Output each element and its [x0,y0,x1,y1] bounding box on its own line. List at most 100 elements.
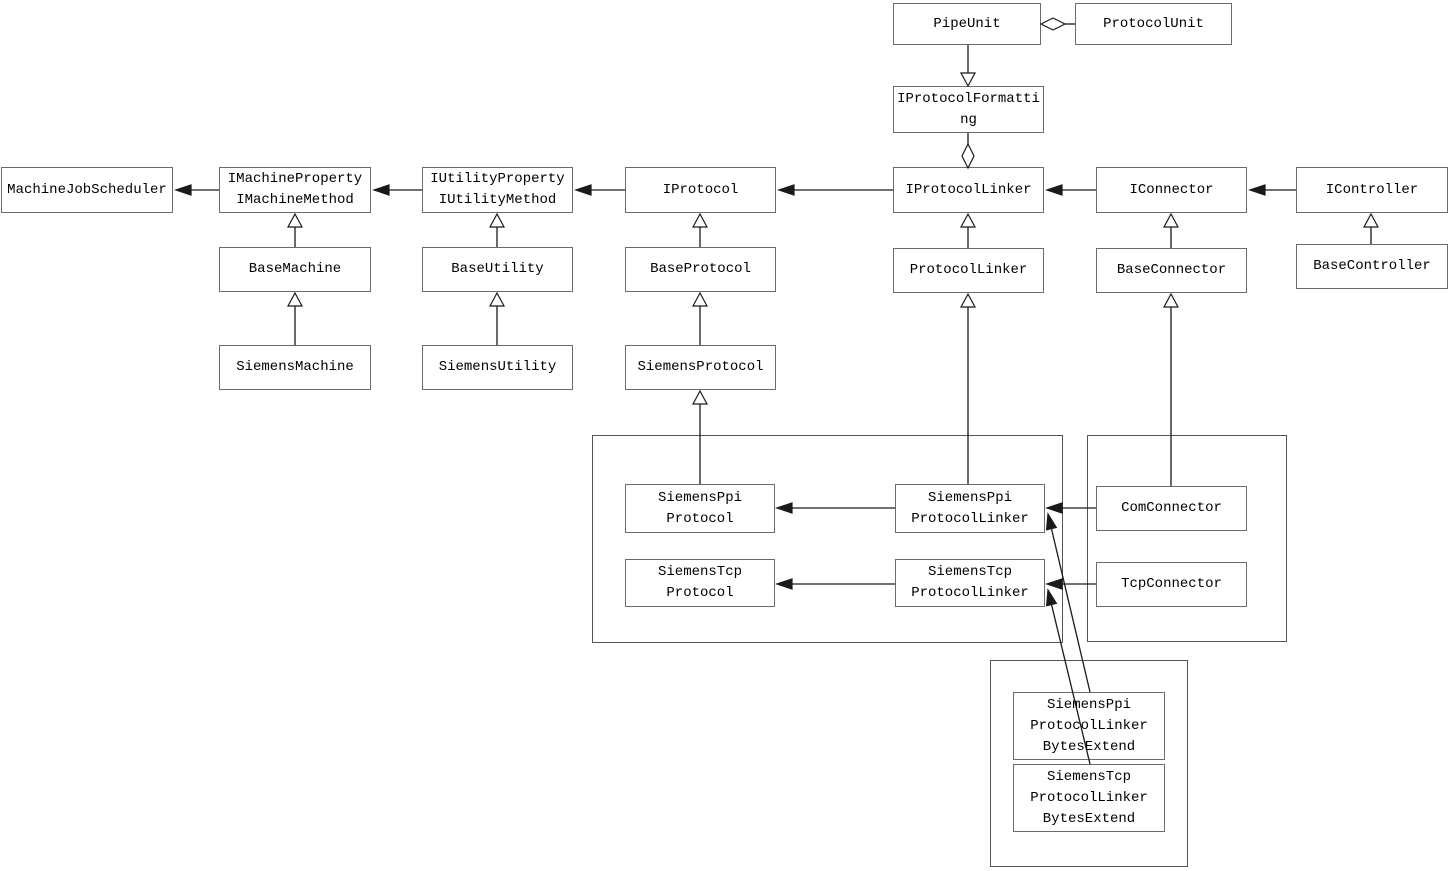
class-label: SiemensUtility [438,359,557,375]
class-label: BaseUtility [451,261,544,277]
class-box-siemens-protocol: SiemensProtocol [625,345,776,390]
class-box-i-connector: IConnector [1096,167,1247,213]
class-box-i-protocol-formatting: IProtocolFormatti ng [893,86,1044,133]
edge-protocol-linker-to-i-protocol-linker [959,212,977,248]
class-label: ng [960,111,977,128]
filled-arrow-head [777,184,795,196]
class-box-base-utility: BaseUtility [422,247,573,292]
class-label: IUtilityProperty [430,171,565,187]
class-label: Protocol [666,510,734,527]
edge-i-machine-property-to-machine-job-scheduler [174,184,219,196]
class-label: TcpConnector [1121,576,1222,592]
class-box-i-protocol-linker: IProtocolLinker [893,167,1044,213]
filled-arrow-head [372,184,390,196]
edge-i-protocol-to-i-utility-property [574,184,625,196]
hollow-diamond-head [961,142,975,170]
class-label: ProtocolLinker [911,510,1029,527]
hollow-triangle-head [488,212,506,228]
class-label: IProtocolFormatti [897,90,1040,107]
edge-base-utility-to-i-utility-property [488,212,506,247]
class-box-base-connector: BaseConnector [1096,248,1247,293]
siemens-protocol-group [592,435,1063,643]
connector-group [1087,435,1287,642]
filled-arrow-head [1045,184,1063,196]
class-label: BytesExtend [1042,810,1136,827]
class-label: IConnector [1129,181,1214,198]
class-label: Protocol [666,585,734,601]
class-box-protocol-linker: ProtocolLinker [893,248,1044,293]
filled-arrow-head [1248,184,1266,196]
hollow-triangle-head [488,291,506,307]
class-label: IProtocolLinker [905,181,1032,198]
hollow-triangle-head [286,212,304,228]
class-label: SiemensPpi [657,489,742,506]
edge-i-protocol-linker-to-i-protocol [777,184,893,196]
class-label: SiemensPpi [927,489,1012,506]
class-label: ComConnector [1121,500,1222,516]
class-label: BaseConnector [1116,262,1227,278]
class-label: SiemensTcp [657,564,742,580]
class-label: ProtocolUnit [1103,15,1204,32]
edge-i-controller-to-i-connector [1248,184,1296,196]
filled-arrow-head [574,184,592,196]
hollow-triangle-head [959,292,977,308]
edge-i-protocol-formatting-to-i-protocol-linker [961,133,975,170]
class-label: IController [1325,181,1419,198]
hollow-triangle-head [959,212,977,228]
filled-arrow-head [174,184,192,196]
hollow-triangle-head [1162,292,1180,308]
edge-base-controller-to-i-controller [1362,212,1380,244]
edge-pipe-unit-to-i-protocol-formatting [959,45,977,88]
class-label: IUtilityMethod [438,192,557,208]
edge-base-connector-to-i-connector [1162,212,1180,248]
class-label: BaseMachine [248,261,342,277]
hollow-triangle-head [691,389,709,405]
class-label: BaseController [1313,258,1431,274]
hollow-triangle-head [959,72,977,88]
class-label: SiemensTcp [927,564,1012,580]
class-box-i-controller: IController [1296,167,1448,213]
class-label: MachineJobScheduler [7,181,167,198]
class-label: IMachineProperty [227,171,363,187]
hollow-triangle-head [691,212,709,228]
class-box-base-machine: BaseMachine [219,247,371,292]
class-label: IMachineMethod [236,192,354,208]
hollow-triangle-head [1362,212,1380,228]
class-box-base-controller: BaseController [1296,244,1448,289]
hollow-diamond-head [1039,17,1067,31]
class-box-machine-job-scheduler: MachineJobScheduler [1,167,173,213]
edge-siemens-utility-to-base-utility [488,291,506,345]
class-box-protocol-unit: ProtocolUnit [1075,3,1232,45]
hollow-triangle-head [691,291,709,307]
class-box-siemens-utility: SiemensUtility [422,345,573,390]
edge-base-machine-to-i-machine-property [286,212,304,247]
edge-i-utility-property-to-i-machine-property [372,184,422,196]
class-label: ProtocolLinker [1030,717,1148,734]
hollow-triangle-head [1162,212,1180,228]
class-label: BytesExtend [1042,738,1136,755]
class-label: PipeUnit [933,15,1001,32]
class-box-base-protocol: BaseProtocol [625,247,776,292]
edge-siemens-machine-to-base-machine [286,291,304,345]
class-box-i-protocol: IProtocol [625,167,776,213]
hollow-triangle-head [286,291,304,307]
class-label: IProtocol [662,181,739,198]
class-label: SiemensProtocol [637,359,764,375]
class-label: ProtocolLinker [911,585,1029,601]
class-label: SiemensPpi [1046,696,1131,713]
class-label: ProtocolLinker [1030,789,1148,806]
class-label: SiemensTcp [1046,768,1131,785]
class-box-siemens-machine: SiemensMachine [219,345,371,390]
edge-i-connector-to-i-protocol-linker [1045,184,1096,196]
class-label: BaseProtocol [650,261,751,277]
class-label: SiemensMachine [236,359,354,375]
edge-base-protocol-to-i-protocol [691,212,709,247]
edge-protocol-unit-to-pipe-unit [1039,17,1075,31]
class-box-pipe-unit: PipeUnit [893,3,1041,45]
